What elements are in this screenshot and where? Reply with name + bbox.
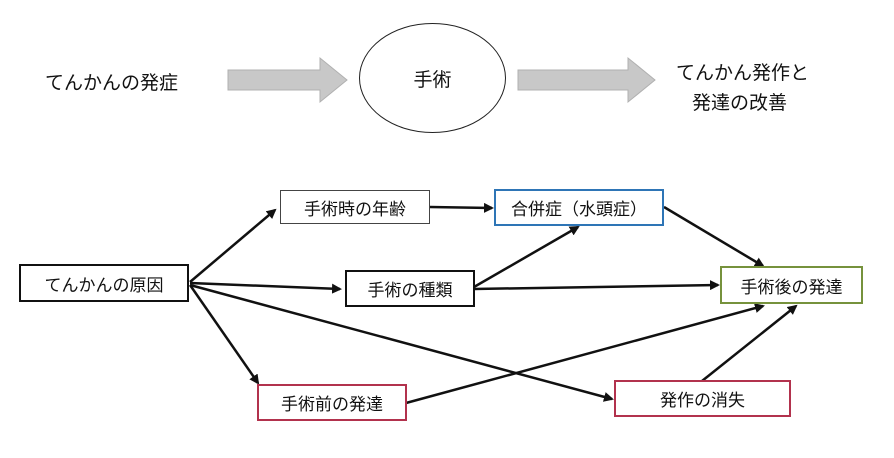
gray-arrow-left (227, 56, 348, 104)
node-age-at-surgery: 手術時の年齢 (280, 190, 430, 224)
arrow-cause-to-type (189, 281, 342, 294)
improvement-label-line1: てんかん発作と (676, 62, 810, 84)
arrow-cause-to-age (189, 208, 277, 283)
improvement-label: てんかん発作と 発達の改善 (676, 58, 809, 118)
arrow-age-to-comp (429, 202, 494, 213)
arrow-type-to-comp (473, 225, 580, 289)
node-age-label: 手術時の年齢 (304, 199, 406, 220)
surgery-label: 手術 (413, 68, 452, 91)
node-pre-dev-label: 手術前の発達 (281, 395, 383, 415)
node-surgery-type-label: 手術の種類 (367, 281, 453, 301)
node-complication-label: 合併症（水頭症） (511, 200, 647, 220)
arrow-cause-to-seizure (189, 283, 614, 402)
arrow-comp-to-postdev (663, 205, 765, 268)
node-pre-development: 手術前の発達 (257, 384, 407, 421)
arrow-predev-to-postdev (405, 303, 765, 405)
node-post-development: 手術後の発達 (720, 266, 863, 304)
node-cause-label: てんかんの原因 (44, 275, 164, 296)
node-complication: 合併症（水頭症） (494, 189, 664, 226)
node-cause: てんかんの原因 (19, 264, 189, 302)
arrow-type-to-postdev (473, 280, 720, 291)
node-seizure-loss-label: 発作の消失 (660, 391, 745, 411)
gray-arrow-right (517, 56, 656, 104)
node-surgery-type: 手術の種類 (345, 270, 475, 307)
onset-label: てんかんの発症 (45, 72, 179, 94)
improvement-label-line2: 発達の改善 (692, 92, 788, 114)
arrow-seizure-to-postdev (701, 304, 798, 382)
node-post-dev-label: 手術後の発達 (740, 277, 843, 298)
arrow-cause-to-predev (188, 284, 260, 385)
surgery-ellipse: 手術 (359, 23, 506, 133)
node-seizure-loss: 発作の消失 (614, 380, 791, 417)
